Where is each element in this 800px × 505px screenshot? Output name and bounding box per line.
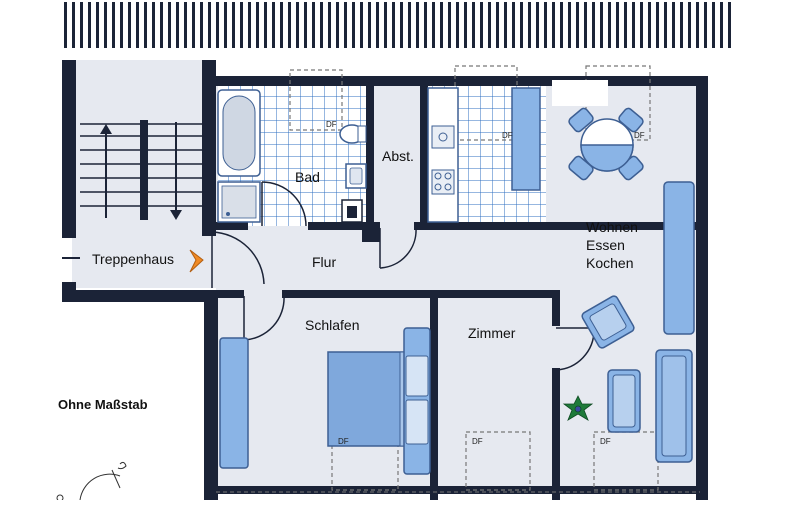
shower-tray [217, 181, 261, 223]
room-label-essen: Essen [586, 237, 625, 253]
room-label-flur: Flur [312, 254, 337, 270]
skylight-label: DF [634, 131, 645, 140]
nightstand-top [405, 355, 429, 397]
walls [62, 60, 708, 500]
washbasin [345, 163, 367, 189]
entrance-marker [189, 249, 204, 273]
corner-sofa [655, 349, 693, 463]
nightstand-bottom [405, 399, 429, 445]
room-label-kochen: Kochen [586, 255, 634, 271]
armchair [581, 295, 635, 349]
label-patch [552, 80, 608, 106]
dining-set [568, 107, 644, 181]
skylight-label: DF [338, 437, 349, 446]
kitchen-island [511, 87, 541, 191]
room-label-bad: Bad [295, 169, 320, 185]
plant [562, 395, 594, 421]
skylight-label: DF [326, 120, 337, 129]
scale-note: Ohne Maßstab [58, 397, 148, 412]
room-label-zimmer: Zimmer [468, 325, 516, 341]
coffee-table [607, 369, 641, 433]
staircase [80, 120, 204, 220]
skylight-label: DF [502, 131, 513, 140]
room-label-treppenhaus: Treppenhaus [92, 251, 174, 267]
utility-box [341, 199, 363, 223]
bed [327, 351, 409, 447]
room-label-schlafen: Schlafen [305, 317, 360, 333]
skylight-label: DF [472, 437, 483, 446]
sofa-long [663, 181, 695, 335]
room-label-abst: Abst. [382, 148, 414, 164]
doors [211, 181, 595, 371]
compass-icon [56, 461, 127, 502]
bathtub [217, 89, 261, 177]
kitchen-counter [427, 87, 459, 223]
room-label-wohnen: Wohnen [586, 219, 638, 235]
wc [339, 124, 367, 144]
roof-hatching [60, 2, 732, 48]
wardrobe [219, 337, 249, 469]
skylight-label: DF [600, 437, 611, 446]
